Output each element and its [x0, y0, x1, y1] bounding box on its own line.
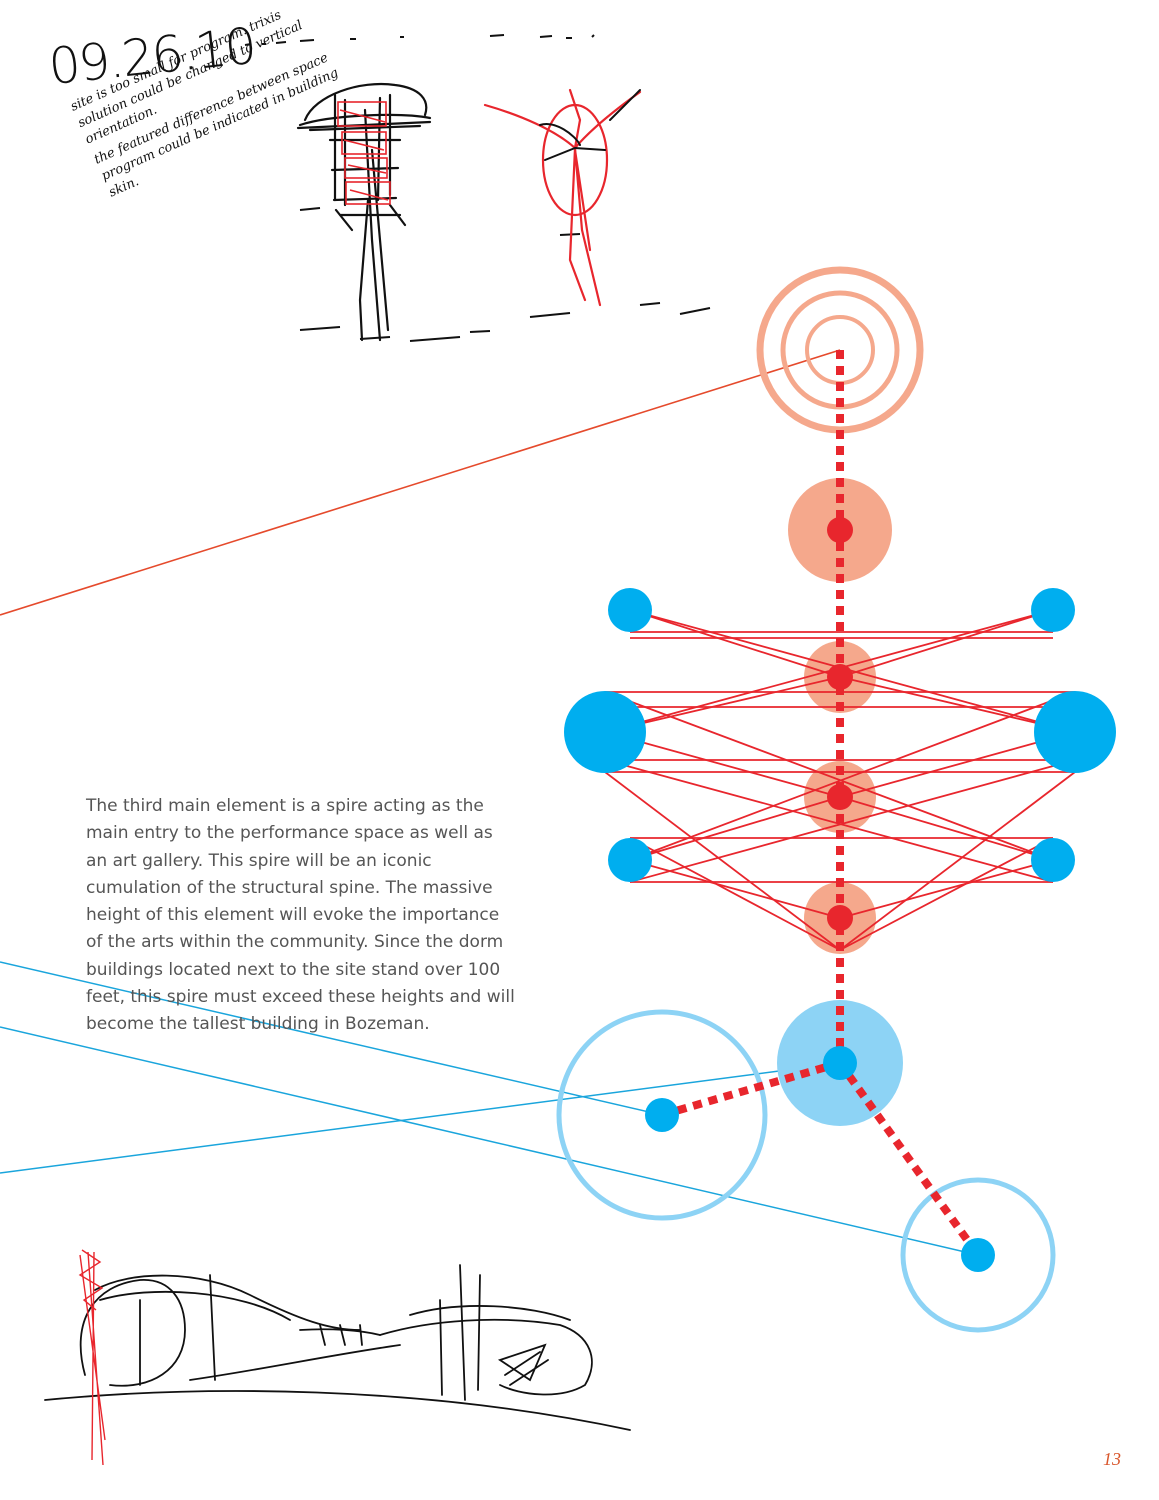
tripod-sketch-black	[539, 89, 641, 161]
lattice-line	[839, 859, 1054, 919]
sketch-dashes-top	[244, 34, 711, 342]
lattice-line	[604, 691, 1054, 861]
lattice-line	[629, 837, 841, 951]
light-blue-ring-right	[900, 1177, 1056, 1333]
blue-node-top-left	[608, 588, 652, 632]
lattice-line	[629, 609, 841, 678]
dotted-spine	[660, 350, 982, 1258]
lattice-line	[604, 771, 841, 951]
lattice-line	[629, 759, 1076, 883]
connector-lines	[0, 349, 979, 1256]
lattice-line	[839, 771, 1076, 951]
lattice-line	[839, 609, 1054, 678]
lattice-line	[629, 796, 841, 861]
spire-sketch-red-grid	[337, 101, 391, 205]
blue-dot-left	[645, 1098, 679, 1132]
section-sketch-red	[78, 1249, 106, 1466]
body-paragraph: The third main element is a spire acting…	[86, 796, 515, 1035]
tripod-sketch-red	[483, 88, 642, 307]
connector-line-blue-1	[0, 961, 663, 1116]
lattice-line	[839, 796, 1054, 861]
blue-node-low-right	[1031, 838, 1075, 882]
connector-line-blue-2	[0, 1026, 979, 1256]
red-dot-3	[827, 784, 853, 810]
lattice-line	[629, 691, 1076, 861]
red-dot-1	[827, 517, 853, 543]
blue-side-nodes	[564, 588, 1116, 882]
blue-dot-hub	[823, 1046, 857, 1080]
page-number: 13	[1103, 1449, 1121, 1469]
blue-dot-right	[961, 1238, 995, 1272]
red-dot-2	[827, 664, 853, 690]
lattice-line	[839, 837, 1054, 951]
blue-node-top-right	[1031, 588, 1075, 632]
red-dot-4	[827, 905, 853, 931]
lattice-line	[629, 609, 1076, 733]
blue-node-low-left	[608, 838, 652, 882]
light-blue-ring-left	[556, 1009, 768, 1221]
lattice-line	[629, 859, 841, 919]
spire-sketch-black	[296, 83, 432, 342]
spine-red-dots	[827, 517, 853, 931]
spine-branch-right	[836, 1060, 982, 1258]
blue-node-mid-right	[1034, 691, 1116, 773]
section-sketch-black	[44, 1264, 631, 1431]
lattice-line	[604, 759, 1054, 883]
blue-end-dots	[645, 1046, 995, 1272]
blue-node-mid-left	[564, 691, 646, 773]
connector-line-blue-3	[0, 1062, 841, 1174]
connector-line-top	[0, 349, 841, 616]
